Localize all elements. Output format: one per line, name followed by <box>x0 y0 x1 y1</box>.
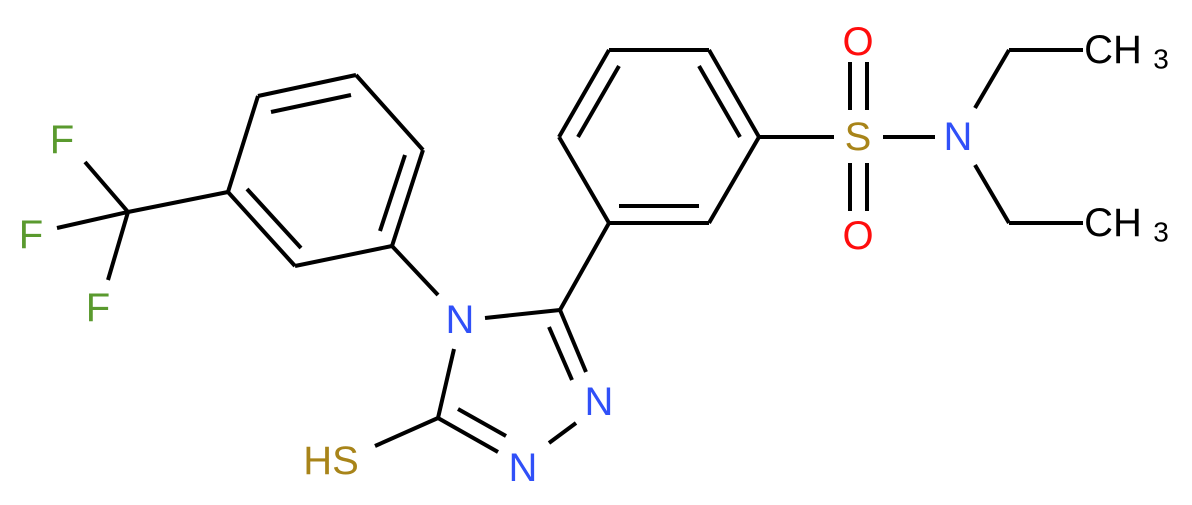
nitrogen-atom-n2: N <box>585 380 614 424</box>
fluorine-atom-2: F <box>19 213 43 257</box>
methyl-bottom-subscript: 3 <box>1153 217 1169 248</box>
methyl-bottom-label: CH <box>1084 201 1142 245</box>
nitrogen-atom-n4: N <box>446 298 475 342</box>
nitrogen-atom-n1: N <box>509 446 538 490</box>
fluorine-atom-1: F <box>50 118 74 162</box>
trifluoromethyl-group <box>56 160 229 281</box>
methyl-top-label: CH <box>1084 28 1142 72</box>
bond-aryl-n4 <box>390 244 440 297</box>
fluorine-atom-3: F <box>86 286 110 330</box>
phenyl-ring-left <box>226 73 425 268</box>
bond-triazole-aryl <box>558 222 611 311</box>
methyl-top-subscript: 3 <box>1153 44 1169 75</box>
sulfonamide-group <box>759 48 1083 225</box>
triazole-ring <box>374 308 588 454</box>
oxygen-atom-top: O <box>842 20 873 64</box>
oxygen-atom-bottom: O <box>842 214 873 258</box>
phenyl-ring-right <box>557 48 761 225</box>
thiol-group: HS <box>303 439 359 483</box>
nitrogen-atom-amide: N <box>944 115 973 159</box>
sulfur-atom: S <box>845 115 872 159</box>
